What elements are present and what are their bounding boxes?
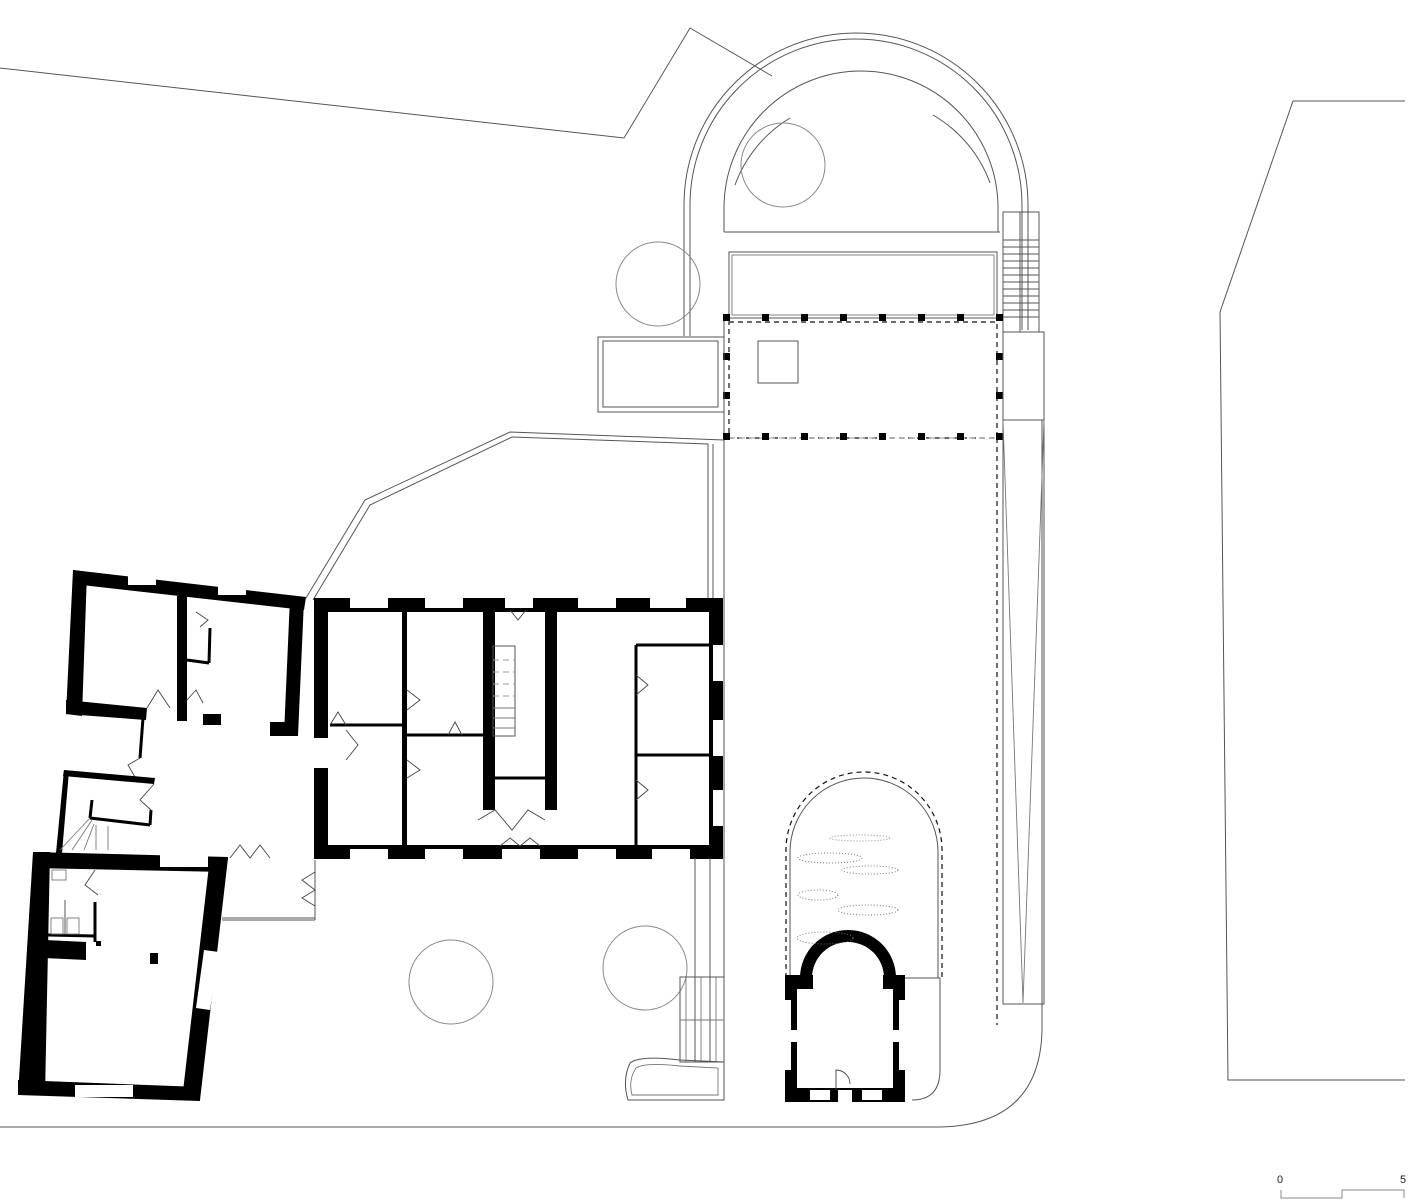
tree-icon (615, 241, 701, 327)
main-building (314, 598, 723, 859)
gravel-planting (796, 834, 899, 945)
west-wing-upper (66, 570, 306, 736)
stair-west (59, 817, 109, 851)
west-wing-lower (18, 852, 228, 1101)
garden-boundary (305, 431, 725, 601)
semicircular-courtyard (683, 32, 1029, 336)
tree-icon (408, 939, 494, 1025)
south-stair (624, 858, 725, 1101)
basin (597, 241, 725, 413)
exterior-stair-right (1002, 211, 1040, 333)
tree-icon (602, 925, 688, 1011)
connecting-hall (56, 717, 316, 921)
tree-icon (740, 122, 826, 208)
scale-bar (1280, 1189, 1405, 1199)
scale-bar-end-label: 5 (1400, 1174, 1407, 1186)
scale-bar-start-label: 0 (1277, 1174, 1284, 1186)
site-boundary-lines (0, 27, 1405, 1128)
chapel (785, 771, 943, 1102)
tapered-channel (1002, 331, 1045, 1005)
colonnade-pavilion (723, 314, 1003, 1100)
